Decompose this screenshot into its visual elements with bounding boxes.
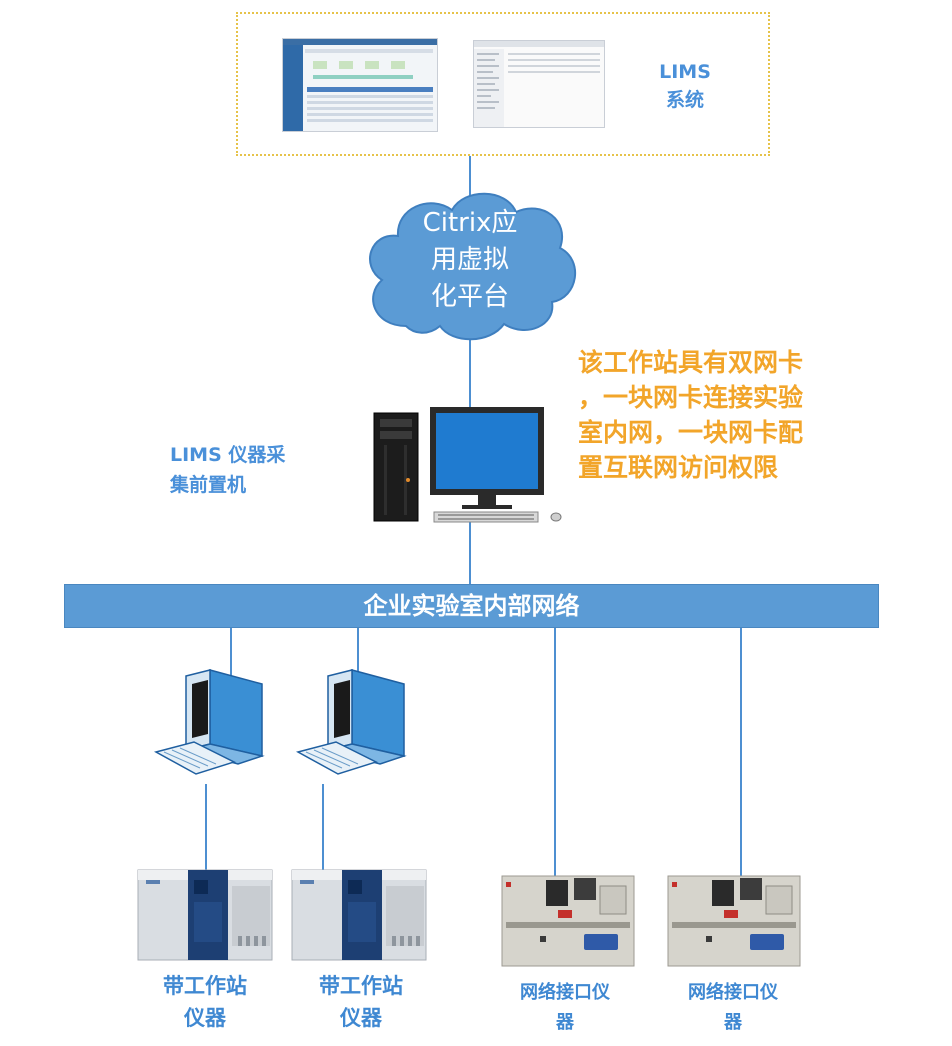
connector-pc1-instrument1 [205, 784, 207, 872]
device-label-3: 网络接口仪 器 [500, 978, 630, 1038]
note-line4: 置互联网访问权限 [578, 453, 779, 482]
cloud-line3: 化平台 [430, 282, 509, 312]
device-label-2: 带工作站 仪器 [296, 970, 426, 1034]
connector-cloud-workstation [469, 340, 471, 412]
device-2-line1: 带工作站 [319, 974, 403, 998]
note-line2: ，一块网卡连接实验 [578, 383, 804, 412]
connector-network-pc1 [230, 628, 232, 676]
front-machine-label: LIMS 仪器采 集前置机 [170, 440, 310, 500]
lims-system-box [236, 12, 770, 156]
note-line3: 室内网，一块网卡配 [578, 418, 804, 447]
connector-network-pc2 [357, 628, 359, 676]
device-label-1: 带工作站 仪器 [140, 970, 270, 1034]
connector-pc2-instrument2 [322, 784, 324, 872]
device-1-line1: 带工作站 [163, 974, 247, 998]
connector-workstation-network [469, 522, 471, 584]
citrix-cloud-icon [369, 192, 577, 341]
lab-internal-network-bar: 企业实验室内部网络 [64, 584, 879, 628]
connector-network-instrument4 [740, 628, 742, 880]
cloud-label: Citrix应 用虚拟 化平台 [385, 205, 555, 316]
connector-lims-cloud [469, 156, 471, 196]
device-3-line1: 网络接口仪 [520, 982, 610, 1003]
device-label-4: 网络接口仪 器 [668, 978, 798, 1038]
device-3-line2: 器 [556, 1012, 574, 1033]
instrument-with-workstation-1-icon [137, 869, 273, 961]
device-1-line2: 仪器 [184, 1006, 226, 1030]
lims-label-line2: 系统 [665, 89, 704, 111]
network-interface-instrument-1-icon [501, 875, 635, 967]
lims-screenshot-workflow [282, 38, 438, 132]
cloud-line1: Citrix应 [422, 208, 518, 238]
device-2-line2: 仪器 [340, 1006, 382, 1030]
workstation-pc-1-icon [153, 669, 265, 775]
lims-screenshot-table [473, 40, 605, 128]
workstation-pc-2-icon [295, 669, 407, 775]
dual-nic-note: 该工作站具有双网卡 ，一块网卡连接实验 室内网，一块网卡配 置互联网访问权限 [578, 345, 868, 485]
instrument-with-workstation-2-icon [291, 869, 427, 961]
cloud-line2: 用虚拟 [430, 245, 509, 275]
workstation-computer-icon [373, 407, 562, 523]
front-machine-line1: LIMS 仪器采 [170, 444, 286, 466]
connector-network-instrument3 [554, 628, 556, 880]
network-interface-instrument-2-icon [667, 875, 801, 967]
lims-label-line1: LIMS [659, 61, 711, 83]
lims-system-label: LIMS 系统 [640, 58, 730, 114]
note-line1: 该工作站具有双网卡 [578, 348, 804, 377]
device-4-line1: 网络接口仪 [688, 982, 778, 1003]
front-machine-line2: 集前置机 [170, 474, 247, 496]
device-4-line2: 器 [724, 1012, 742, 1033]
